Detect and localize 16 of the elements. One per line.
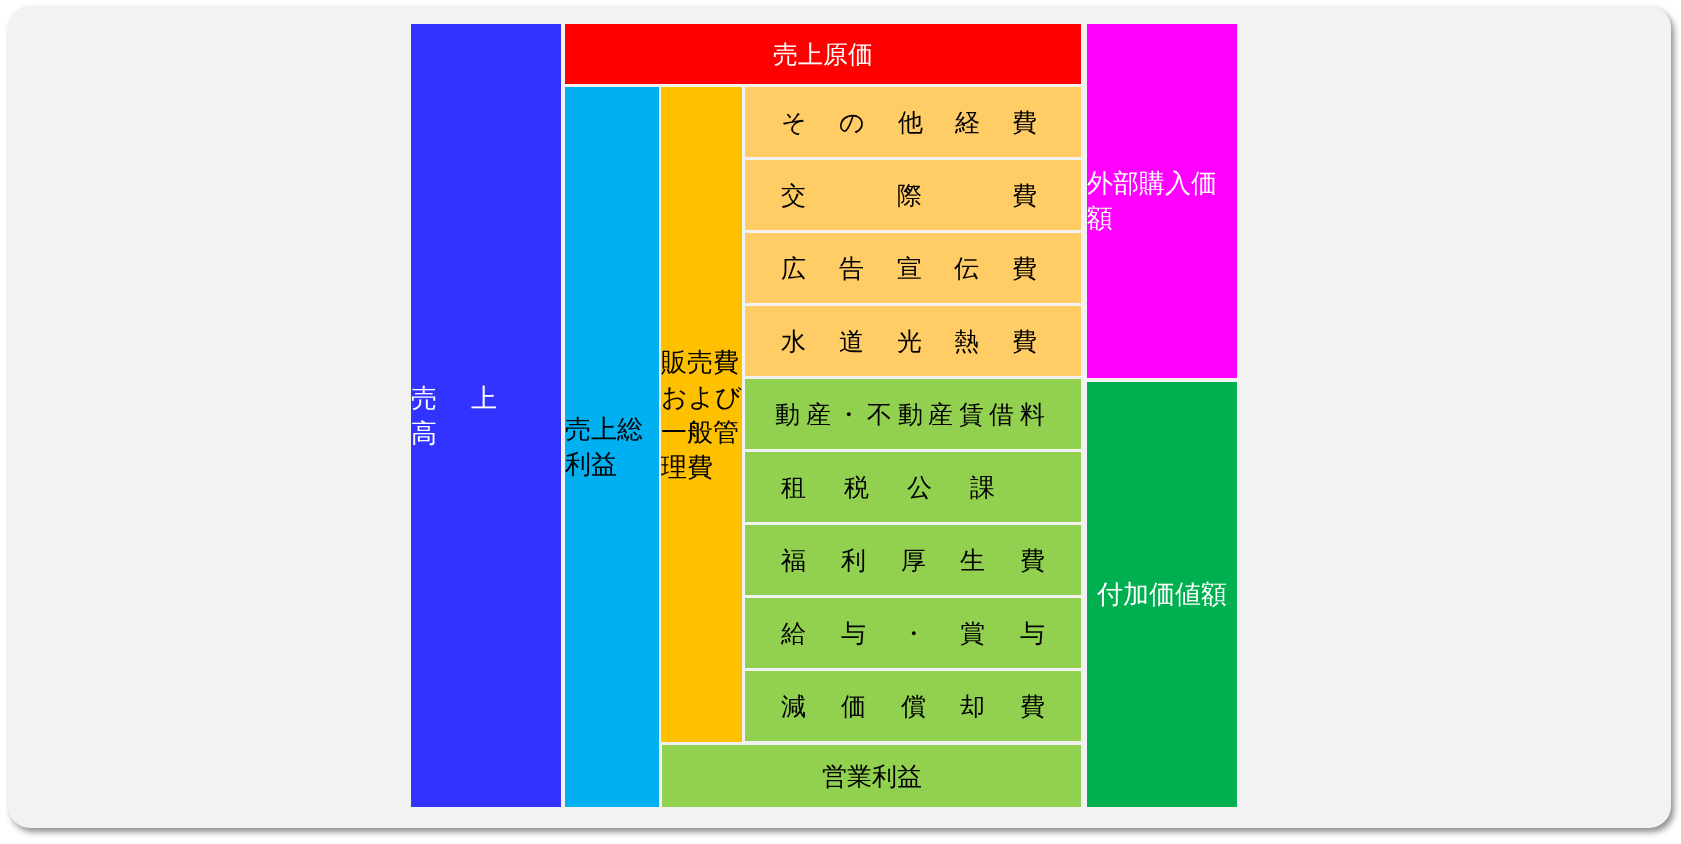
category-block: 売上原価 [565,24,1081,84]
expense-row: 動産・不動産賃借料 [745,379,1081,449]
expense-row: 給与・賞与 [745,598,1081,668]
expense-row: 福利厚生費 [745,525,1081,595]
category-block: 営業利益 [662,745,1081,807]
category-block: 売上高 [411,24,561,807]
category-block: 外部購入価額 [1087,24,1237,378]
expense-row: 減価償却費 [745,671,1081,741]
expense-row: その他経費 [745,87,1081,157]
category-block: 売上総利益 [565,87,659,807]
expense-row: 広告宣伝費 [745,233,1081,303]
category-block: 付加価値額 [1087,382,1237,807]
category-block: 販売費および一般管理費 [661,87,742,742]
expense-row: 租税公課 [745,452,1081,522]
expense-row: 交際費 [745,160,1081,230]
expense-row: 水道光熱費 [745,306,1081,376]
